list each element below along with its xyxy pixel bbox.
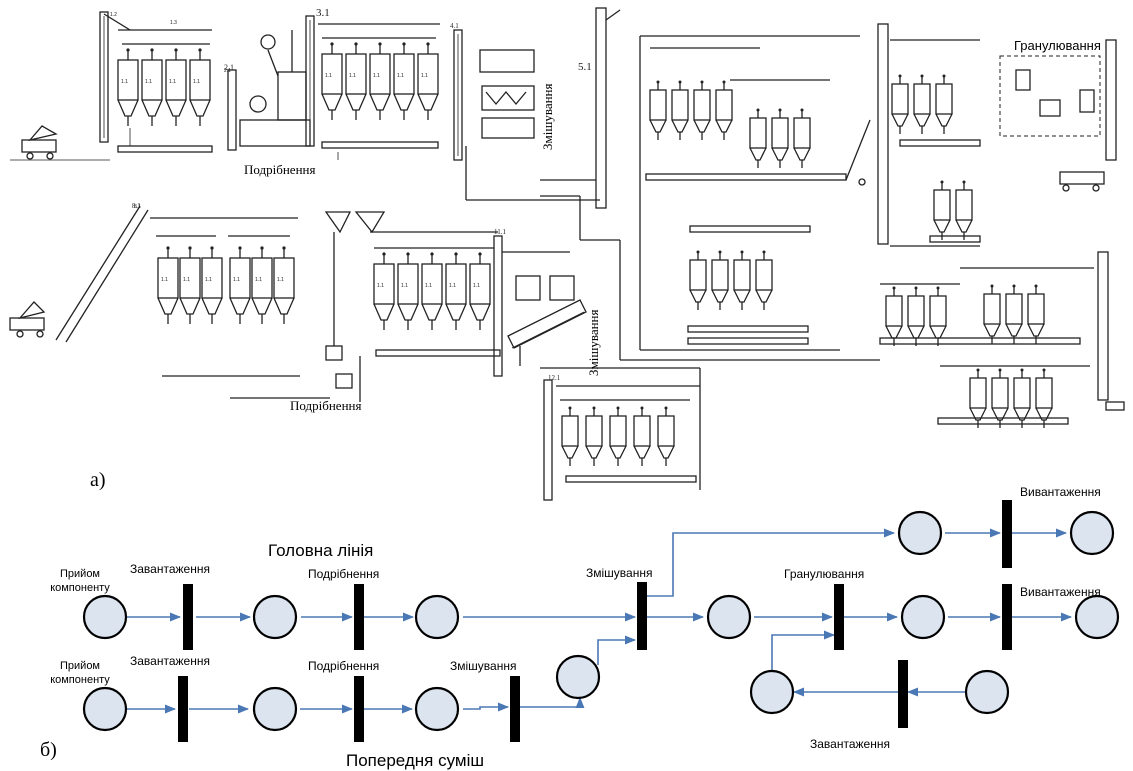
unit-2-1: 2.1: [224, 63, 234, 72]
transition-unloading-2: [1002, 584, 1012, 650]
unloading-label-mid: Вивантаження: [1020, 585, 1101, 599]
unit-11-1: 11.1: [494, 228, 506, 236]
place-ground-2: [416, 688, 458, 730]
place-unloaded-1: [1071, 512, 1113, 554]
place-premix: [557, 656, 599, 698]
grinding-label-1: Подрібнення: [308, 567, 379, 581]
part-a-label: а): [90, 469, 106, 491]
granulation-label: Гранулювання: [1014, 38, 1101, 53]
unit-3-1: 3.1: [316, 7, 330, 19]
mixing-label-premix: Змішування: [450, 659, 516, 673]
transition-unloading-1: [1002, 500, 1012, 568]
mixing-label-main: Змішування: [586, 566, 652, 580]
bin-group-8: 8.1: [10, 204, 352, 398]
main-line-title: Головна лінія: [268, 541, 373, 560]
transition-loading-3: [898, 660, 908, 728]
grinding-label-2: Подрібнення: [308, 659, 379, 673]
mixing-label-top: Змішування: [540, 83, 555, 150]
place-granulated: [902, 596, 944, 638]
place-loaded-2: [254, 688, 296, 730]
svg-text:1.2: 1.2: [110, 12, 117, 18]
granulation-section: [878, 24, 1116, 246]
unit-5-1: 5.1: [578, 61, 592, 73]
grinding-label-top: Подрібнення: [244, 162, 315, 177]
transition-grinding-2: [354, 676, 364, 742]
place-intake-1: [84, 596, 126, 638]
transition-mixing-main: [637, 582, 647, 650]
loading-label-2: Завантаження: [130, 654, 210, 668]
unit-8-1: 8.1: [132, 202, 141, 210]
bin-group-12: [540, 368, 700, 500]
premix-title: Попередня суміш: [346, 751, 484, 770]
transition-grinding-1: [354, 584, 364, 650]
grinding-label-bottom: Подрібнення: [290, 398, 361, 413]
transition-loading-1: [183, 584, 193, 650]
transition-granulation: [834, 584, 844, 650]
storage-bins-right: [880, 252, 1124, 428]
place-intake-2: [84, 688, 126, 730]
transition-mixing-premix: [510, 676, 520, 742]
granulation-label-b: Гранулювання: [784, 567, 864, 581]
loading-label-bottom: Завантаження: [810, 737, 890, 751]
place-loaded-1: [254, 596, 296, 638]
part-b-label: б): [40, 739, 57, 761]
transition-loading-2: [178, 676, 188, 742]
grinding-unit-1: 2.1: [224, 30, 310, 150]
central-processing: [596, 8, 870, 350]
mixing-label-bottom: Змішування: [586, 309, 601, 376]
place-mixed-out: [899, 512, 941, 554]
svg-text:1.3: 1.3: [170, 20, 177, 26]
place-loaded-3: [751, 671, 793, 713]
loading-label-1: Завантаження: [130, 562, 210, 576]
mixing-unit-1: [454, 30, 600, 200]
technological-scheme: 1.2 1.3 2.1: [10, 7, 1124, 500]
mixing-unit-2: [494, 236, 586, 376]
bin-group-3: [306, 16, 440, 160]
unit-4-1: 4.1: [450, 22, 459, 30]
place-source-3: [966, 671, 1008, 713]
unloading-label-top: Вивантаження: [1020, 485, 1101, 499]
bin-group-1: 1.3: [118, 20, 212, 152]
unit-12-1: 12.1: [548, 374, 561, 382]
place-ground-1: [416, 596, 458, 638]
truck-icon: [10, 126, 110, 160]
place-mixed: [708, 596, 750, 638]
place-unloaded-2: [1076, 596, 1118, 638]
